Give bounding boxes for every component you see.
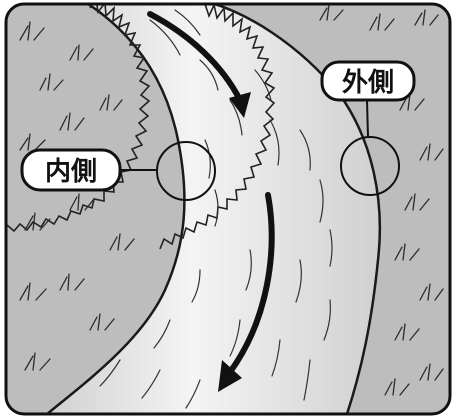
grass-edge-inner: [6, 4, 151, 235]
outer-label-text: 外側: [342, 68, 394, 98]
outer-label: 外側: [320, 60, 416, 102]
inner-label: 内側: [20, 148, 122, 192]
inner-label-text: 内側: [45, 157, 97, 187]
outer-leader-line: [366, 99, 369, 138]
grass-edge-outer: [159, 4, 276, 250]
outer-bank-marker: [340, 136, 400, 196]
frame-border: [4, 2, 452, 416]
water-texture: [99, 9, 333, 409]
flow-arrow-lower: [218, 192, 275, 392]
flow-arrow-upper: [147, 11, 251, 118]
grass-tufts: [19, 4, 444, 396]
